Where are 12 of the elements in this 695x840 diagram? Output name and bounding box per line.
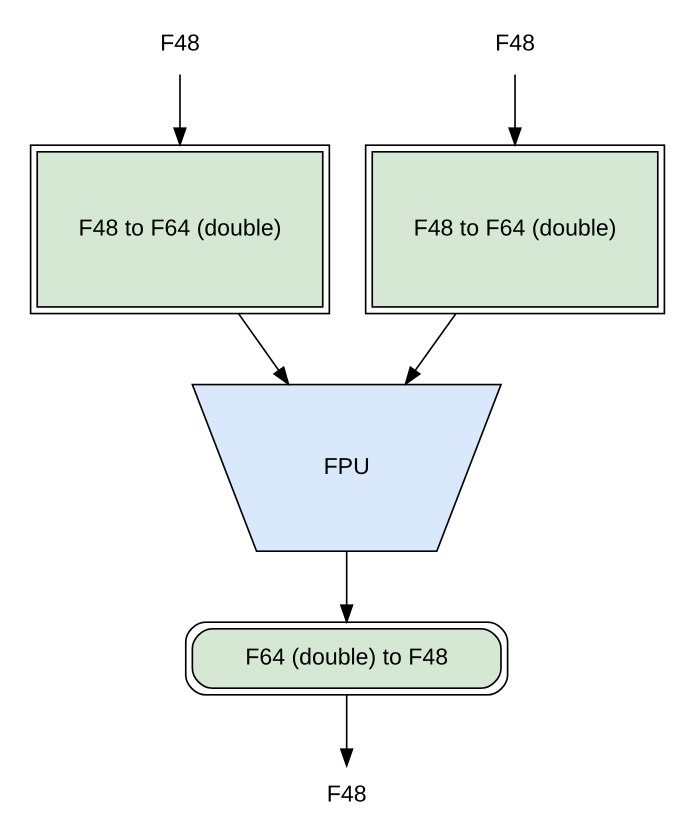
arrow [404,313,456,386]
node-box: F48 to F64 (double) [364,144,666,314]
node-text: F48 [326,780,367,807]
arrow [508,74,522,148]
node-text: F48 [495,30,535,56]
arrow [340,552,354,624]
node-box: F48 to F64 (double) [30,144,330,314]
arrow [173,74,187,148]
node-text: F48 [160,30,200,56]
arrow [238,313,290,386]
node-box: F64 (double) to F48 [184,621,508,696]
arrow [340,695,354,768]
